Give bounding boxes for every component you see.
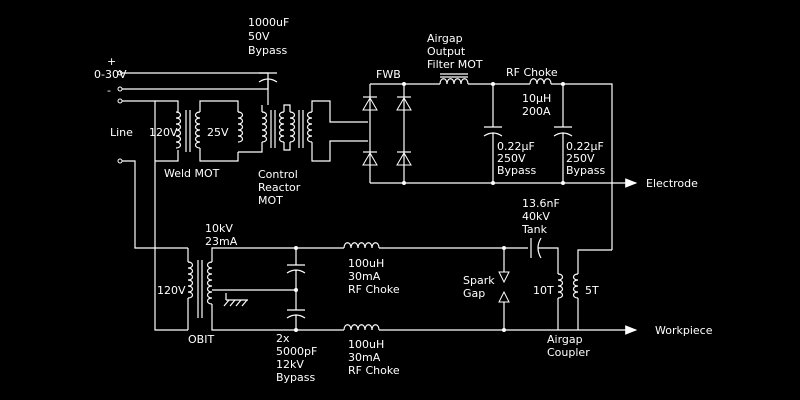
bypass2-line1: 0.22µF <box>566 140 604 153</box>
minus-label: - <box>107 84 111 97</box>
obit-voltage: 10kV <box>205 222 233 235</box>
airgap-coupler <box>557 249 612 330</box>
obit-primary-label: 120V <box>157 284 186 297</box>
control-reactor-transformer <box>237 100 368 162</box>
output-filter-choke <box>439 73 530 85</box>
rf-choke-top-title: RF Choke <box>506 66 558 79</box>
fwb-label: FWB <box>376 68 401 81</box>
supply-range-label: 0-30V <box>94 68 127 81</box>
choke-upper-line3: RF Choke <box>348 283 400 296</box>
rf-choke-top-line2: 200A <box>522 105 551 118</box>
filter-mot-line3: Filter MOT <box>427 58 483 71</box>
control-reactor-line3: MOT <box>258 194 283 207</box>
hv-caps-line2: 5000pF <box>276 345 317 358</box>
spark-gap-line1: Spark <box>463 274 495 287</box>
line-label: Line <box>110 126 133 139</box>
hv-caps-line4: Bypass <box>276 371 316 384</box>
spark-gap-line2: Gap <box>463 287 485 300</box>
electrode-label: Electrode <box>646 177 698 190</box>
bypass-cap-line3: Bypass <box>248 44 288 57</box>
output-bypass-caps <box>370 84 638 188</box>
coupler-secondary-label: 5T <box>585 284 599 297</box>
bypass-cap-line2: 50V <box>248 30 270 43</box>
hv-caps-line3: 12kV <box>276 358 304 371</box>
obit-transformer <box>187 247 344 331</box>
tank-line2: 40kV <box>522 210 550 223</box>
filter-mot-line2: Output <box>427 45 466 58</box>
weld-mot-secondary-label: 25V <box>207 126 229 139</box>
ground-icon <box>223 293 248 307</box>
filter-mot-line1: Airgap <box>427 32 463 45</box>
choke-upper-line1: 100uH <box>348 257 384 270</box>
tank-line1: 13.6nF <box>522 197 560 210</box>
full-wave-bridge <box>362 82 440 185</box>
bypass2-line3: Bypass <box>566 164 606 177</box>
obit-name: OBIT <box>188 333 214 346</box>
control-reactor-line1: Control <box>258 168 298 181</box>
bypass1-line1: 0.22µF <box>497 140 535 153</box>
bypass2-line2: 250V <box>566 152 595 165</box>
plus-label: + <box>107 55 116 68</box>
control-reactor-line2: Reactor <box>258 181 301 194</box>
choke-lower-line3: RF Choke <box>348 364 400 377</box>
tank-capacitor <box>530 237 559 274</box>
weld-mot-name: Weld MOT <box>164 167 220 180</box>
obit-current: 23mA <box>205 235 238 248</box>
bypass1-line3: Bypass <box>497 164 537 177</box>
bypass-cap-line1: 1000uF <box>248 16 289 29</box>
spark-gap <box>498 246 510 332</box>
bypass1-line2: 250V <box>497 152 526 165</box>
weld-mot-transformer <box>155 100 239 162</box>
coupler-line2: Coupler <box>547 346 590 359</box>
choke-lower-line1: 100uH <box>348 338 384 351</box>
coupler-line1: Airgap <box>547 333 583 346</box>
choke-upper-line2: 30mA <box>348 270 381 283</box>
weld-mot-primary-label: 120V <box>149 126 178 139</box>
workpiece-label: Workpiece <box>655 324 713 337</box>
coupler-primary-label: 10T <box>533 284 554 297</box>
tank-line3: Tank <box>521 223 548 236</box>
hv-bypass-caps <box>286 246 306 332</box>
supply-terminals <box>117 70 269 331</box>
choke-lower-line2: 30mA <box>348 351 381 364</box>
rf-choke-top-line1: 10µH <box>522 92 551 105</box>
hv-caps-line1: 2x <box>276 332 290 345</box>
bypass-cap-1000uf <box>258 72 278 83</box>
